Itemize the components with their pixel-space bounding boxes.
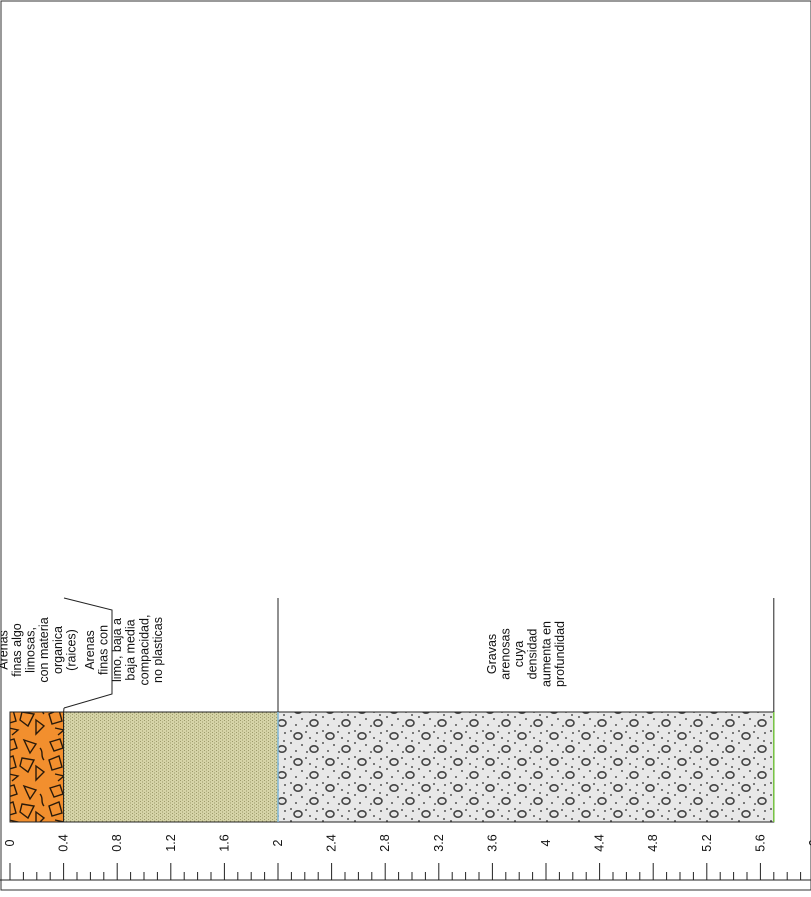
layer-1-description-line: Arenas [0, 630, 10, 670]
scale-label: 1.2 [164, 834, 178, 851]
layer-1-description-line: con materia [37, 617, 51, 682]
layer-2-fill [64, 712, 278, 822]
layer-group [10, 712, 774, 822]
layer-2-description-line: no plasticas [151, 617, 165, 683]
layer-3-fill [278, 712, 774, 822]
scale-label: 6 [807, 839, 811, 846]
scale-label: 0 [3, 839, 17, 846]
layer-1-description-line: organica [51, 626, 65, 674]
scale-label: 2.4 [325, 834, 339, 851]
scale-label: 0.8 [110, 834, 124, 851]
layer-3-description-line: aumenta en [539, 621, 553, 687]
scale-label: 2 [271, 839, 285, 846]
layer-1-fill [10, 712, 64, 822]
scale-label: 5.6 [753, 834, 767, 851]
layer-3-description-line: cuya [512, 641, 526, 667]
scale-label: 3.6 [485, 834, 499, 851]
layer-2-description-line: Arenas [83, 630, 97, 670]
scale-label: 1.6 [217, 834, 231, 851]
layer-2-description-line: limo, baja a [110, 618, 124, 682]
scale-label: 4 [539, 839, 553, 846]
scale-label: 4.8 [646, 834, 660, 851]
scale-label: 3.2 [432, 834, 446, 851]
layer-1-description-line: limosas, [24, 627, 38, 673]
scale-label: 5.2 [700, 834, 714, 851]
layer-2-description-line: finas con [97, 625, 111, 675]
layer-3-description-line: arenosas [499, 628, 513, 679]
layer-3-description-line: profundidad [553, 621, 567, 687]
scale-label: 0.4 [57, 834, 71, 851]
layer-2-description-line: baja media [124, 619, 138, 680]
scale-label: 2.8 [378, 834, 392, 851]
layer-1-description-line: finas algo [10, 623, 24, 677]
layer-3-description-line: Gravas [485, 634, 499, 674]
layer-1-description-line: (raices) [64, 629, 78, 671]
scale-label: 4.4 [593, 834, 607, 851]
layer-3-description-line: densidad [526, 629, 540, 680]
layer-2-description-line: compacidad, [137, 615, 151, 686]
depth-scale: 0 0.4 0.8 1.2 1.6 2 2.4 2.8 3.2 3.6 4 4.4 4.8 5.2 5.6 6 [0, 834, 811, 880]
